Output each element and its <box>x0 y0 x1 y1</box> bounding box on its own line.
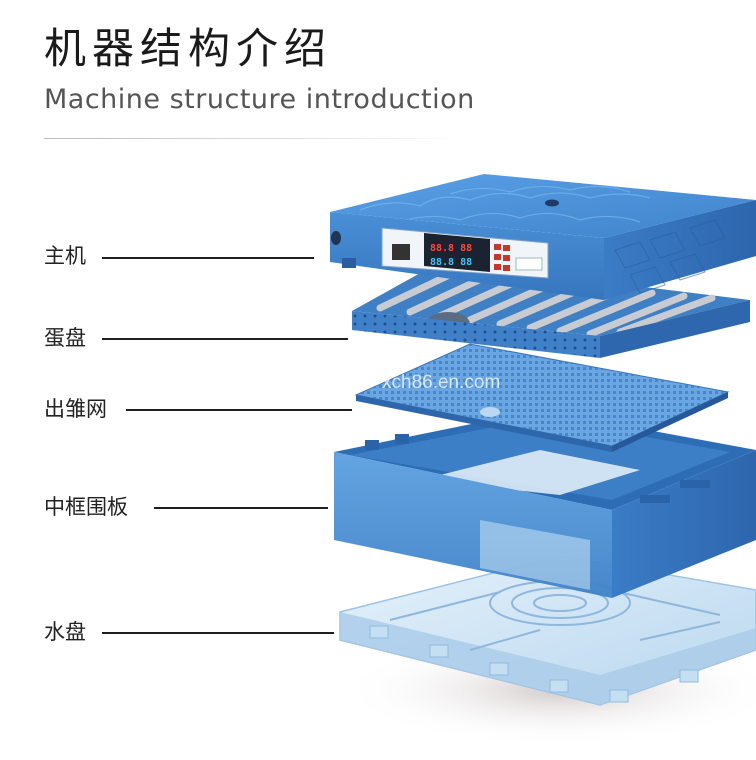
page-subtitle: Machine structure introduction <box>44 84 475 115</box>
label-egg-tray: 蛋盘 <box>44 326 86 350</box>
leader-line-egg-tray <box>102 338 348 340</box>
watermark-text: xch86.en.com <box>382 372 500 393</box>
title-divider <box>44 138 464 139</box>
leader-line-water-tray <box>102 632 334 634</box>
leader-line-middle-frame <box>154 507 328 509</box>
egg-tray-part <box>352 262 750 358</box>
leader-line-hatching-mesh <box>126 409 352 411</box>
label-hatching-mesh: 出雏网 <box>44 397 107 421</box>
main-unit-part: 88.8 88 88.8 88 <box>330 174 756 300</box>
lcd-display <box>424 233 490 272</box>
page-title: 机器结构介绍 <box>44 24 333 73</box>
middle-frame-part <box>334 410 756 598</box>
hatching-mesh-part <box>354 343 730 452</box>
label-main-unit: 主机 <box>44 244 86 268</box>
label-middle-frame: 中框围板 <box>44 495 128 519</box>
label-water-tray: 水盘 <box>44 620 86 644</box>
lcd-digits-top: 88.8 88 <box>430 243 472 254</box>
qr-code-icon <box>392 244 410 260</box>
lcd-digits-bottom: 88.8 88 <box>430 257 472 268</box>
leader-line-main-unit <box>102 257 314 259</box>
